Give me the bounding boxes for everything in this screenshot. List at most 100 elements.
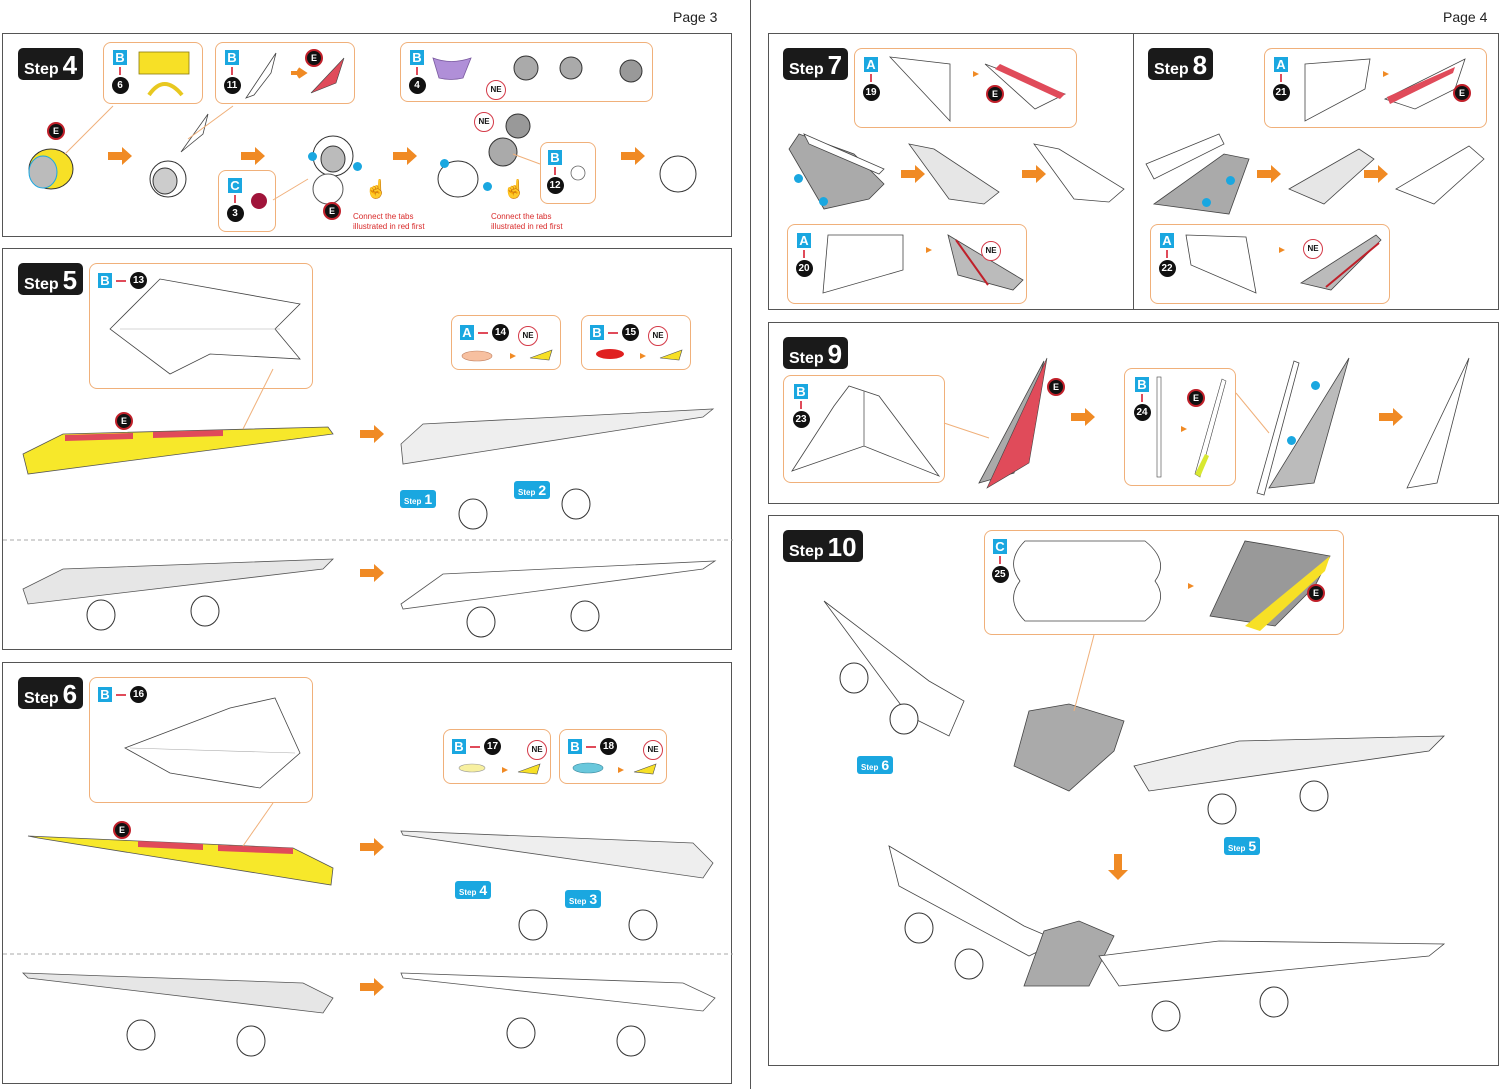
no-edge-marker: NE: [648, 326, 668, 346]
step-label: Step: [1154, 61, 1189, 78]
edge-marker: E: [986, 85, 1004, 103]
step-label: Step: [789, 543, 824, 560]
part-number: 6: [111, 77, 129, 94]
callout-part-19: A 19 E: [854, 48, 1077, 128]
step-label: Step: [24, 690, 59, 707]
glue-dot-icon: [1311, 381, 1320, 390]
edge-marker: E: [1187, 389, 1205, 407]
right-arrow-icon: [360, 564, 384, 582]
right-arrow-icon: [1071, 408, 1095, 426]
part-17-illustration: [458, 763, 541, 775]
sheet-label: B: [452, 739, 466, 754]
part-number: 3: [226, 205, 244, 222]
step-number: 10: [827, 532, 857, 562]
step-label: Step: [789, 61, 824, 78]
sheet-label: A: [797, 233, 811, 248]
right-arrow-icon: [901, 165, 925, 183]
part-15-illustration: [596, 349, 683, 361]
edge-marker: E: [323, 202, 341, 220]
right-arrow-icon: [360, 978, 384, 996]
sheet-label: B: [548, 150, 562, 165]
step-4-arrows: [108, 147, 645, 165]
page-number-left: Page 3: [673, 9, 718, 25]
part-25-fuselage-illustration: [1013, 540, 1331, 631]
right-arrow-icon: [360, 425, 384, 443]
part-number: 15: [622, 324, 639, 341]
step-8-badge: Step 8: [1148, 48, 1214, 80]
step-4-badge: Step 4: [18, 48, 84, 80]
edge-marker: E: [47, 122, 65, 140]
part-24-illustration: [1156, 376, 1227, 478]
part-22-illustration: [1185, 234, 1382, 294]
step-9-assembly-illustration: [943, 357, 1470, 496]
part-20-illustration: [822, 234, 1024, 294]
page-number-right: Page 4: [1443, 9, 1488, 25]
step-9-badge: Step 9: [783, 337, 849, 369]
part-12-illustration: [570, 165, 586, 181]
part-number: 24: [1133, 404, 1151, 421]
glue-dot-icon: [1226, 176, 1235, 185]
step-number: 8: [1192, 50, 1208, 80]
step-7-assembly-illustration: [788, 133, 1125, 210]
no-edge-marker: NE: [527, 740, 547, 760]
glue-dot-icon: [353, 162, 362, 171]
part-18-illustration: [572, 762, 657, 775]
step-10-badge: Step 10: [783, 530, 863, 562]
part-19-illustration: [888, 56, 1066, 123]
part-number: 18: [600, 738, 617, 755]
right-arrow-icon: [241, 147, 265, 165]
no-edge-marker: NE: [1303, 239, 1323, 259]
right-arrow-icon: [108, 147, 132, 165]
step-6-badge: Step 6: [18, 677, 84, 709]
step-10-aircraft-illustration: [823, 600, 1446, 1032]
callout-part-16: B 16: [89, 677, 313, 803]
step-4-assembly-illustration: [28, 105, 697, 205]
step-7-badge: Step 7: [783, 48, 849, 80]
part-21-illustration: [1304, 58, 1466, 122]
right-arrow-icon: [360, 838, 384, 856]
step-number: 4: [62, 50, 78, 80]
callout-part-14: A 14 NE: [451, 315, 561, 370]
part-number: 19: [862, 84, 880, 101]
right-arrow-icon: [393, 147, 417, 165]
edge-marker: E: [1047, 378, 1065, 396]
glue-dot-icon: [308, 152, 317, 161]
no-edge-marker: NE: [981, 241, 1001, 261]
sheet-label: A: [1160, 233, 1174, 248]
part-number: 23: [792, 411, 810, 428]
part-3-illustration: [251, 193, 267, 209]
pointing-hand-icon: ☝: [365, 179, 388, 199]
edge-marker: E: [113, 821, 131, 839]
glue-dot-icon: [794, 174, 803, 183]
page-divider: [750, 0, 751, 1089]
step-number: 9: [827, 339, 843, 369]
part-number: 13: [130, 272, 147, 289]
part-number: 21: [1272, 84, 1290, 101]
sheet-label: B: [225, 50, 239, 65]
no-edge-marker: NE: [518, 326, 538, 346]
sheet-label: A: [864, 57, 878, 72]
sheet-label: B: [98, 687, 112, 702]
part-number: 16: [130, 686, 147, 703]
step-5-wing-illustrations: [3, 368, 733, 638]
sheet-label: A: [460, 325, 474, 340]
part-number: 14: [492, 324, 509, 341]
sheet-label: B: [113, 50, 127, 65]
part-13-wing-illustration: [109, 278, 301, 375]
glue-dot-icon: [440, 159, 449, 168]
glue-dot-icon: [1287, 436, 1296, 445]
